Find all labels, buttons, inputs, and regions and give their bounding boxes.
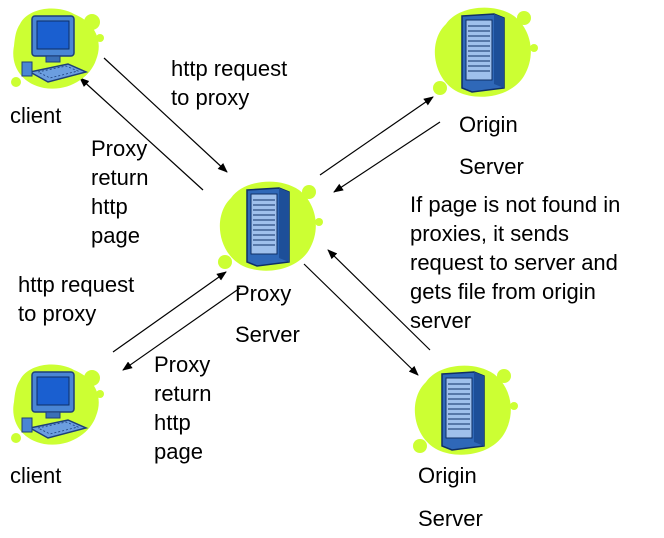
bottom-return-label: Proxy return http page: [154, 352, 212, 464]
origin-bottom-label-line1: Origin: [418, 463, 477, 488]
arrow-proxy-to-origin-top: [319, 96, 434, 176]
bottom-request-label: http request to proxy: [18, 272, 135, 326]
arrow-client-bottom-to-proxy: [112, 271, 227, 353]
top-request-label: http request to proxy: [171, 56, 288, 110]
origin-top-label-line2: Server: [459, 154, 524, 179]
proxy-server-label-line1: Proxy: [235, 281, 292, 306]
arrow-proxy-to-origin-bottom: [303, 263, 419, 376]
cache-miss-note: If page is not found in proxies, it send…: [410, 192, 621, 333]
origin-bottom-label-line2: Server: [418, 506, 483, 531]
arrow-client-top-to-proxy: [103, 57, 228, 173]
client-top-label: client: [10, 103, 62, 128]
client-bottom-label: client: [10, 463, 62, 488]
origin-top-label-line1: Origin: [459, 112, 518, 137]
arrow-proxy-to-client-top: [79, 77, 204, 191]
client-bottom-computer-icon: [11, 364, 104, 445]
arrow-origin-top-to-proxy: [333, 121, 441, 193]
origin-top-server-tower-icon: [433, 7, 538, 97]
arrow-proxy-to-client-bottom: [122, 287, 241, 371]
client-top-computer-icon: [11, 8, 104, 89]
top-return-label: Proxy return http page: [91, 136, 149, 248]
proxy-server-tower-icon: [218, 181, 323, 271]
proxy-server-label-line2: Server: [235, 322, 300, 347]
arrow-origin-bottom-to-proxy: [327, 249, 431, 351]
origin-bottom-server-tower-icon: [413, 365, 518, 455]
